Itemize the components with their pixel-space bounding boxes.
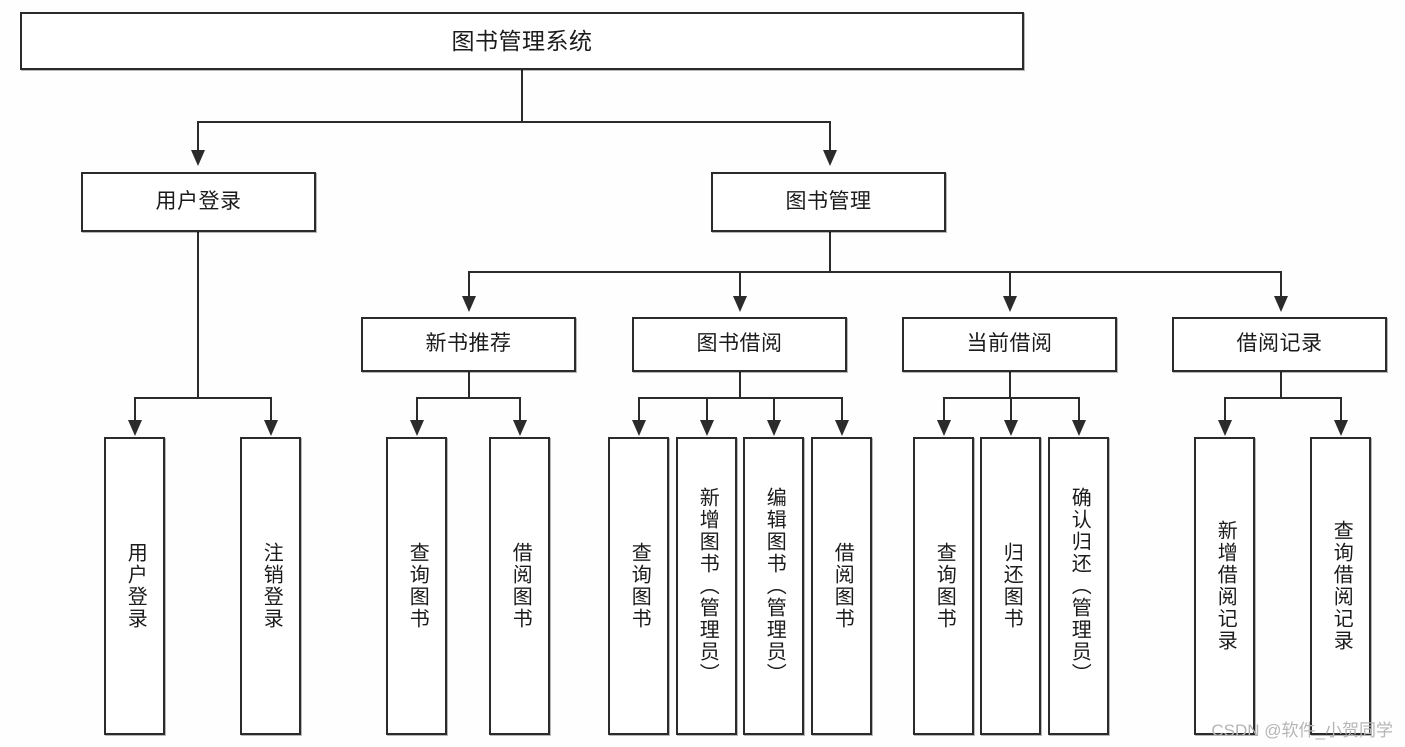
node-current-borrow[interactable]: 当前借阅 [902, 317, 1117, 372]
edge-borrow-trunk [739, 372, 741, 398]
arrow-cb-leaf-2 [1072, 420, 1086, 436]
leaf-borrow-record-add-record[interactable]: 新增借阅记录 [1194, 437, 1255, 735]
node-new-book-recommend[interactable]: 新书推荐 [361, 317, 576, 372]
leaf-book-borrow-query-books[interactable]: 查询图书 [608, 437, 669, 735]
edge-root-to-book-manage [829, 121, 831, 151]
node-label: 新增图书（管理员） [696, 487, 719, 685]
node-label: 图书借阅 [696, 332, 783, 356]
arrow-br-leaf-0 [1218, 420, 1232, 436]
leaf-current-borrow-return-books[interactable]: 归还图书 [980, 437, 1041, 735]
csdn-watermark: CSDN @软件_小贺同学 [1211, 721, 1393, 740]
leaf-book-borrow-edit-book-admin[interactable]: 编辑图书（管理员） [743, 437, 804, 735]
arrow-user-login-leaf-0 [128, 420, 142, 436]
edge-br-leaf-1 [1340, 397, 1342, 421]
arrow-user-login-leaf-1 [264, 420, 278, 436]
edge-user-login-leaf-0 [134, 397, 136, 421]
leaf-new-book-borrow-books[interactable]: 借阅图书 [489, 437, 550, 735]
node-label: 新书推荐 [425, 332, 512, 356]
leaf-user-login-login[interactable]: 用户登录 [104, 437, 165, 735]
arrow-bm-to-borrow [733, 296, 747, 312]
arrow-nb-leaf-0 [410, 420, 424, 436]
edge-current-trunk [1009, 372, 1011, 398]
arrow-bb-leaf-2 [767, 420, 781, 436]
edge-cb-leaf-0 [943, 397, 945, 421]
node-label: 当前借阅 [966, 332, 1053, 356]
arrow-nb-leaf-1 [513, 420, 527, 436]
edge-bb-leaf-1 [706, 397, 708, 421]
arrow-bm-to-record [1274, 296, 1288, 312]
edge-cb-leaf-1 [1010, 397, 1012, 421]
node-label: 借阅图书 [831, 542, 854, 630]
arrow-bm-to-new-book [462, 296, 476, 312]
edge-bb-leaf-0 [638, 397, 640, 421]
edge-bm-to-record [1280, 271, 1282, 297]
node-borrow-record[interactable]: 借阅记录 [1172, 317, 1387, 372]
leaf-book-borrow-add-book-admin[interactable]: 新增图书（管理员） [676, 437, 737, 735]
leaf-current-borrow-confirm-return-admin[interactable]: 确认归还（管理员） [1048, 437, 1109, 735]
edge-book-manage-bus [468, 271, 1280, 273]
node-label: 图书管理 [785, 189, 872, 213]
leaf-current-borrow-query-books[interactable]: 查询图书 [913, 437, 974, 735]
node-label: 查询图书 [406, 542, 429, 630]
edge-user-login-trunk [197, 232, 199, 398]
edge-book-manage-trunk [829, 232, 831, 272]
edge-record-bus [1224, 397, 1342, 399]
node-user-login[interactable]: 用户登录 [81, 172, 316, 232]
node-book-borrow[interactable]: 图书借阅 [632, 317, 847, 372]
edge-record-trunk [1280, 372, 1282, 398]
edge-bb-leaf-3 [841, 397, 843, 421]
node-label: 用户登录 [124, 542, 147, 630]
edge-bm-to-borrow [739, 271, 741, 297]
node-root-book-management-system[interactable]: 图书管理系统 [20, 12, 1024, 70]
node-book-management[interactable]: 图书管理 [711, 172, 946, 232]
node-label: 图书管理系统 [451, 27, 593, 54]
edge-nb-leaf-0 [416, 397, 418, 421]
arrow-bb-leaf-3 [835, 420, 849, 436]
edge-cb-leaf-2 [1078, 397, 1080, 421]
leaf-new-book-query-books[interactable]: 查询图书 [386, 437, 447, 735]
arrow-root-to-book-manage [823, 150, 837, 166]
leaf-user-login-logout[interactable]: 注销登录 [240, 437, 301, 735]
edge-bb-leaf-2 [773, 397, 775, 421]
node-label: 查询借阅记录 [1330, 520, 1353, 652]
edge-new-book-trunk [468, 372, 470, 398]
arrow-br-leaf-1 [1334, 420, 1348, 436]
node-label: 用户登录 [155, 189, 242, 213]
edge-root-bus [197, 121, 831, 123]
edge-nb-leaf-1 [519, 397, 521, 421]
edge-bm-to-new-book [468, 271, 470, 297]
arrow-bb-leaf-0 [632, 420, 646, 436]
edge-user-login-leaf-1 [270, 397, 272, 421]
edge-br-leaf-0 [1224, 397, 1226, 421]
edge-root-to-user-login [197, 121, 199, 151]
leaf-book-borrow-borrow-books[interactable]: 借阅图书 [811, 437, 872, 735]
edge-root-trunk [521, 70, 523, 122]
node-label: 借阅记录 [1236, 332, 1323, 356]
edge-user-login-bus [134, 397, 271, 399]
arrow-root-to-user-login [191, 150, 205, 166]
arrow-bm-to-current [1003, 296, 1017, 312]
arrow-cb-leaf-0 [937, 420, 951, 436]
node-label: 归还图书 [1000, 542, 1023, 630]
node-label: 编辑图书（管理员） [763, 487, 786, 685]
node-label: 新增借阅记录 [1214, 520, 1237, 652]
edge-borrow-bus [638, 397, 843, 399]
edge-bm-to-current [1009, 271, 1011, 297]
node-label: 注销登录 [260, 542, 283, 630]
leaf-borrow-record-query-record[interactable]: 查询借阅记录 [1310, 437, 1371, 735]
node-label: 查询图书 [933, 542, 956, 630]
node-label: 借阅图书 [509, 542, 532, 630]
node-label: 确认归还（管理员） [1068, 487, 1091, 685]
node-label: 查询图书 [628, 542, 651, 630]
arrow-bb-leaf-1 [700, 420, 714, 436]
edge-new-book-bus [416, 397, 521, 399]
arrow-cb-leaf-1 [1004, 420, 1018, 436]
